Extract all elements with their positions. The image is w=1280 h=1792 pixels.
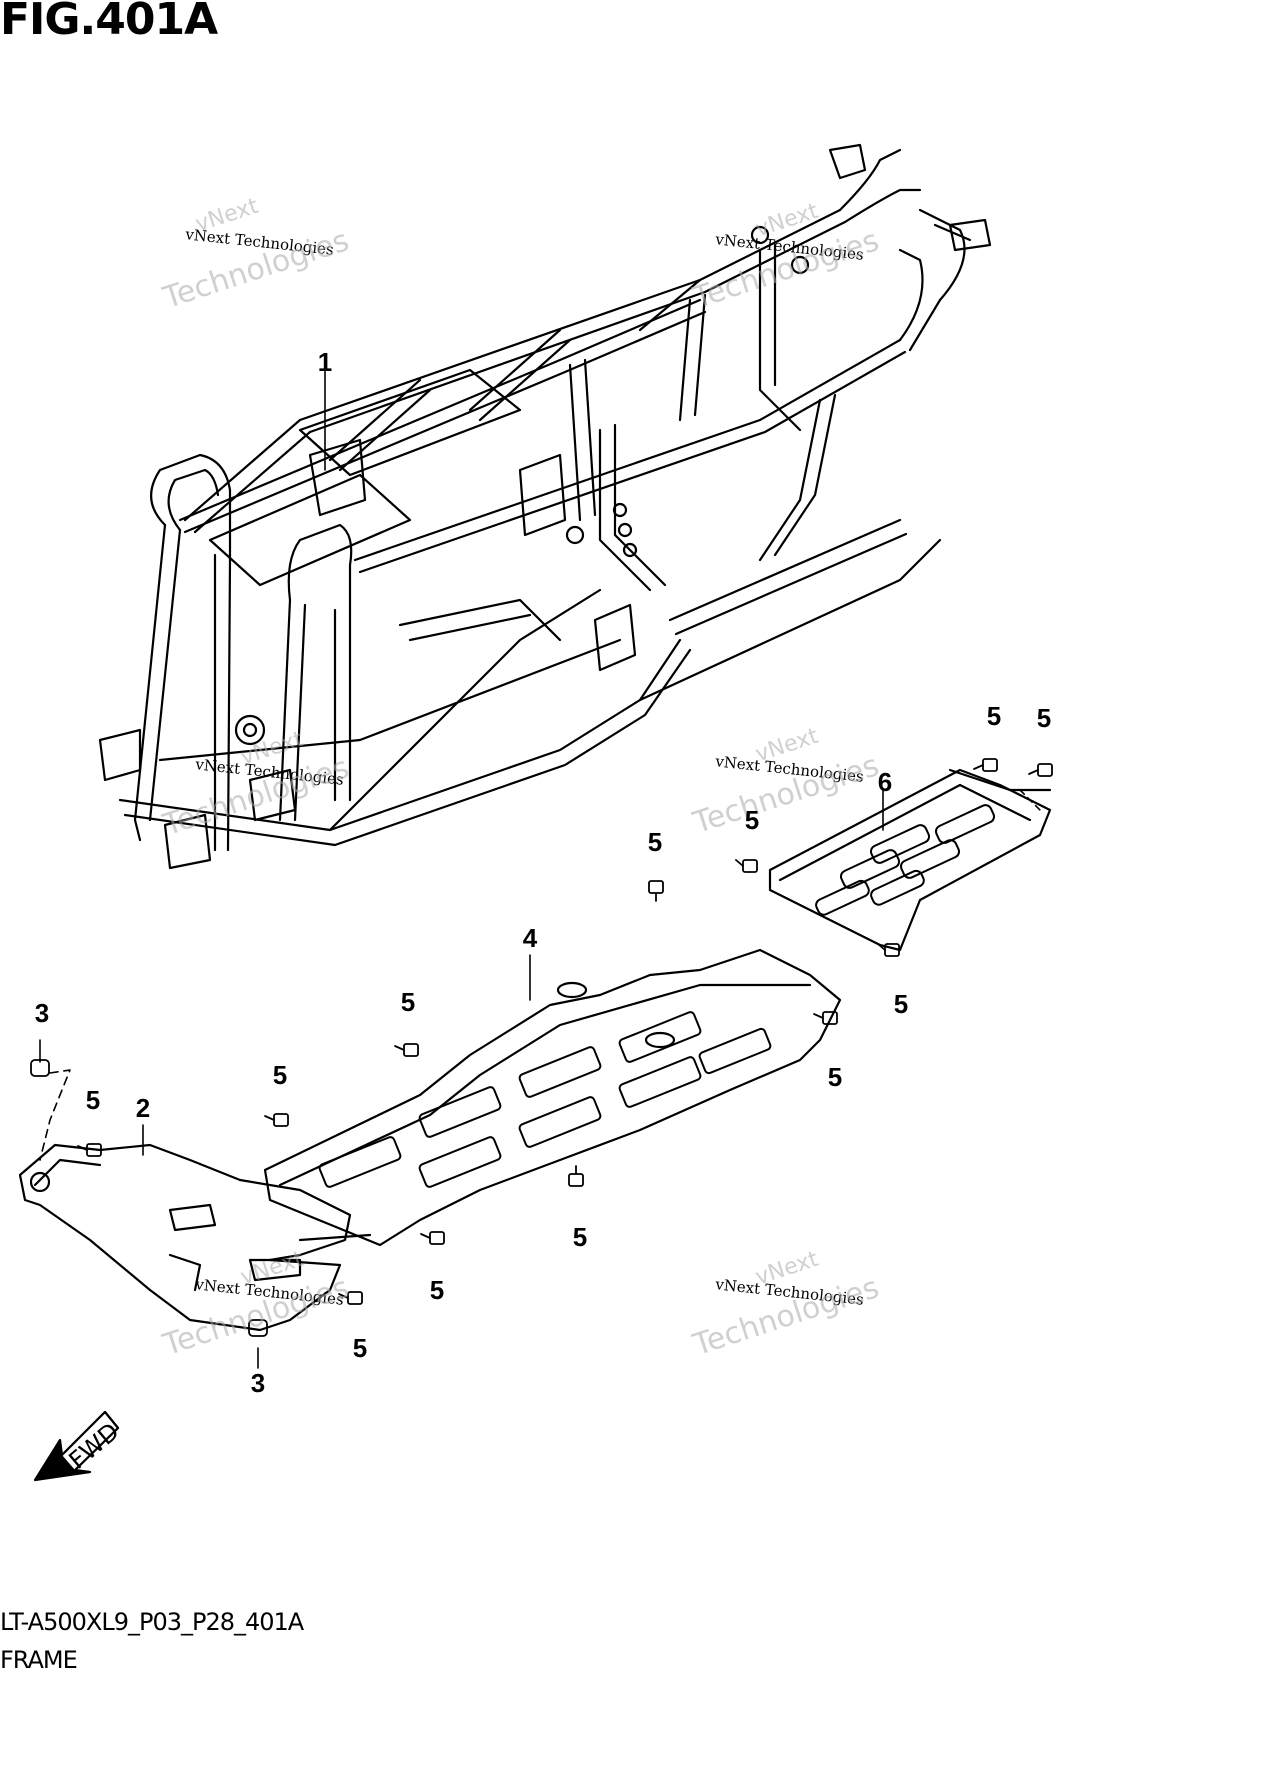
bolt <box>1028 763 1053 777</box>
bolt <box>338 1291 363 1305</box>
fasteners <box>30 758 1053 1337</box>
bolt <box>735 859 758 873</box>
callout-5: 5 <box>429 1275 445 1305</box>
rear-skid-plate <box>768 768 1052 952</box>
callout-5: 5 <box>400 987 416 1017</box>
callout-5: 5 <box>827 1062 843 1092</box>
callout-5: 5 <box>986 701 1002 731</box>
figure-title: FIG.401A <box>0 0 218 45</box>
callout-3: 3 <box>34 998 50 1028</box>
callout-5: 5 <box>352 1333 368 1363</box>
front-skid-plate <box>18 1143 352 1332</box>
nut <box>248 1319 268 1337</box>
bolt <box>973 758 998 772</box>
callout-5: 5 <box>85 1085 101 1115</box>
callout-5: 5 <box>744 805 760 835</box>
frame-assembly <box>98 143 992 870</box>
callout-5: 5 <box>1036 703 1052 733</box>
figure-name: FRAME <box>0 1646 78 1674</box>
bolt <box>877 943 900 957</box>
bolt <box>813 1011 838 1025</box>
callout-6: 6 <box>877 767 893 797</box>
fwd-arrow <box>33 1410 120 1482</box>
callout-4: 4 <box>522 923 538 953</box>
callout-5: 5 <box>893 989 909 1019</box>
bolt <box>648 880 664 902</box>
bolt <box>264 1113 289 1127</box>
callout-2: 2 <box>135 1093 151 1123</box>
leader-lines <box>39 369 1041 1369</box>
callout-3: 3 <box>250 1368 266 1398</box>
bolt <box>420 1231 445 1245</box>
bolt <box>568 1165 584 1187</box>
figure-code: LT-A500XL9_P03_P28_401A <box>0 1608 304 1636</box>
bolt <box>394 1043 419 1057</box>
callout-5: 5 <box>272 1060 288 1090</box>
center-skid-plate <box>263 948 842 1247</box>
callout-5: 5 <box>572 1222 588 1252</box>
callout-1: 1 <box>317 347 333 377</box>
bolt <box>77 1143 102 1157</box>
callout-5: 5 <box>647 827 663 857</box>
